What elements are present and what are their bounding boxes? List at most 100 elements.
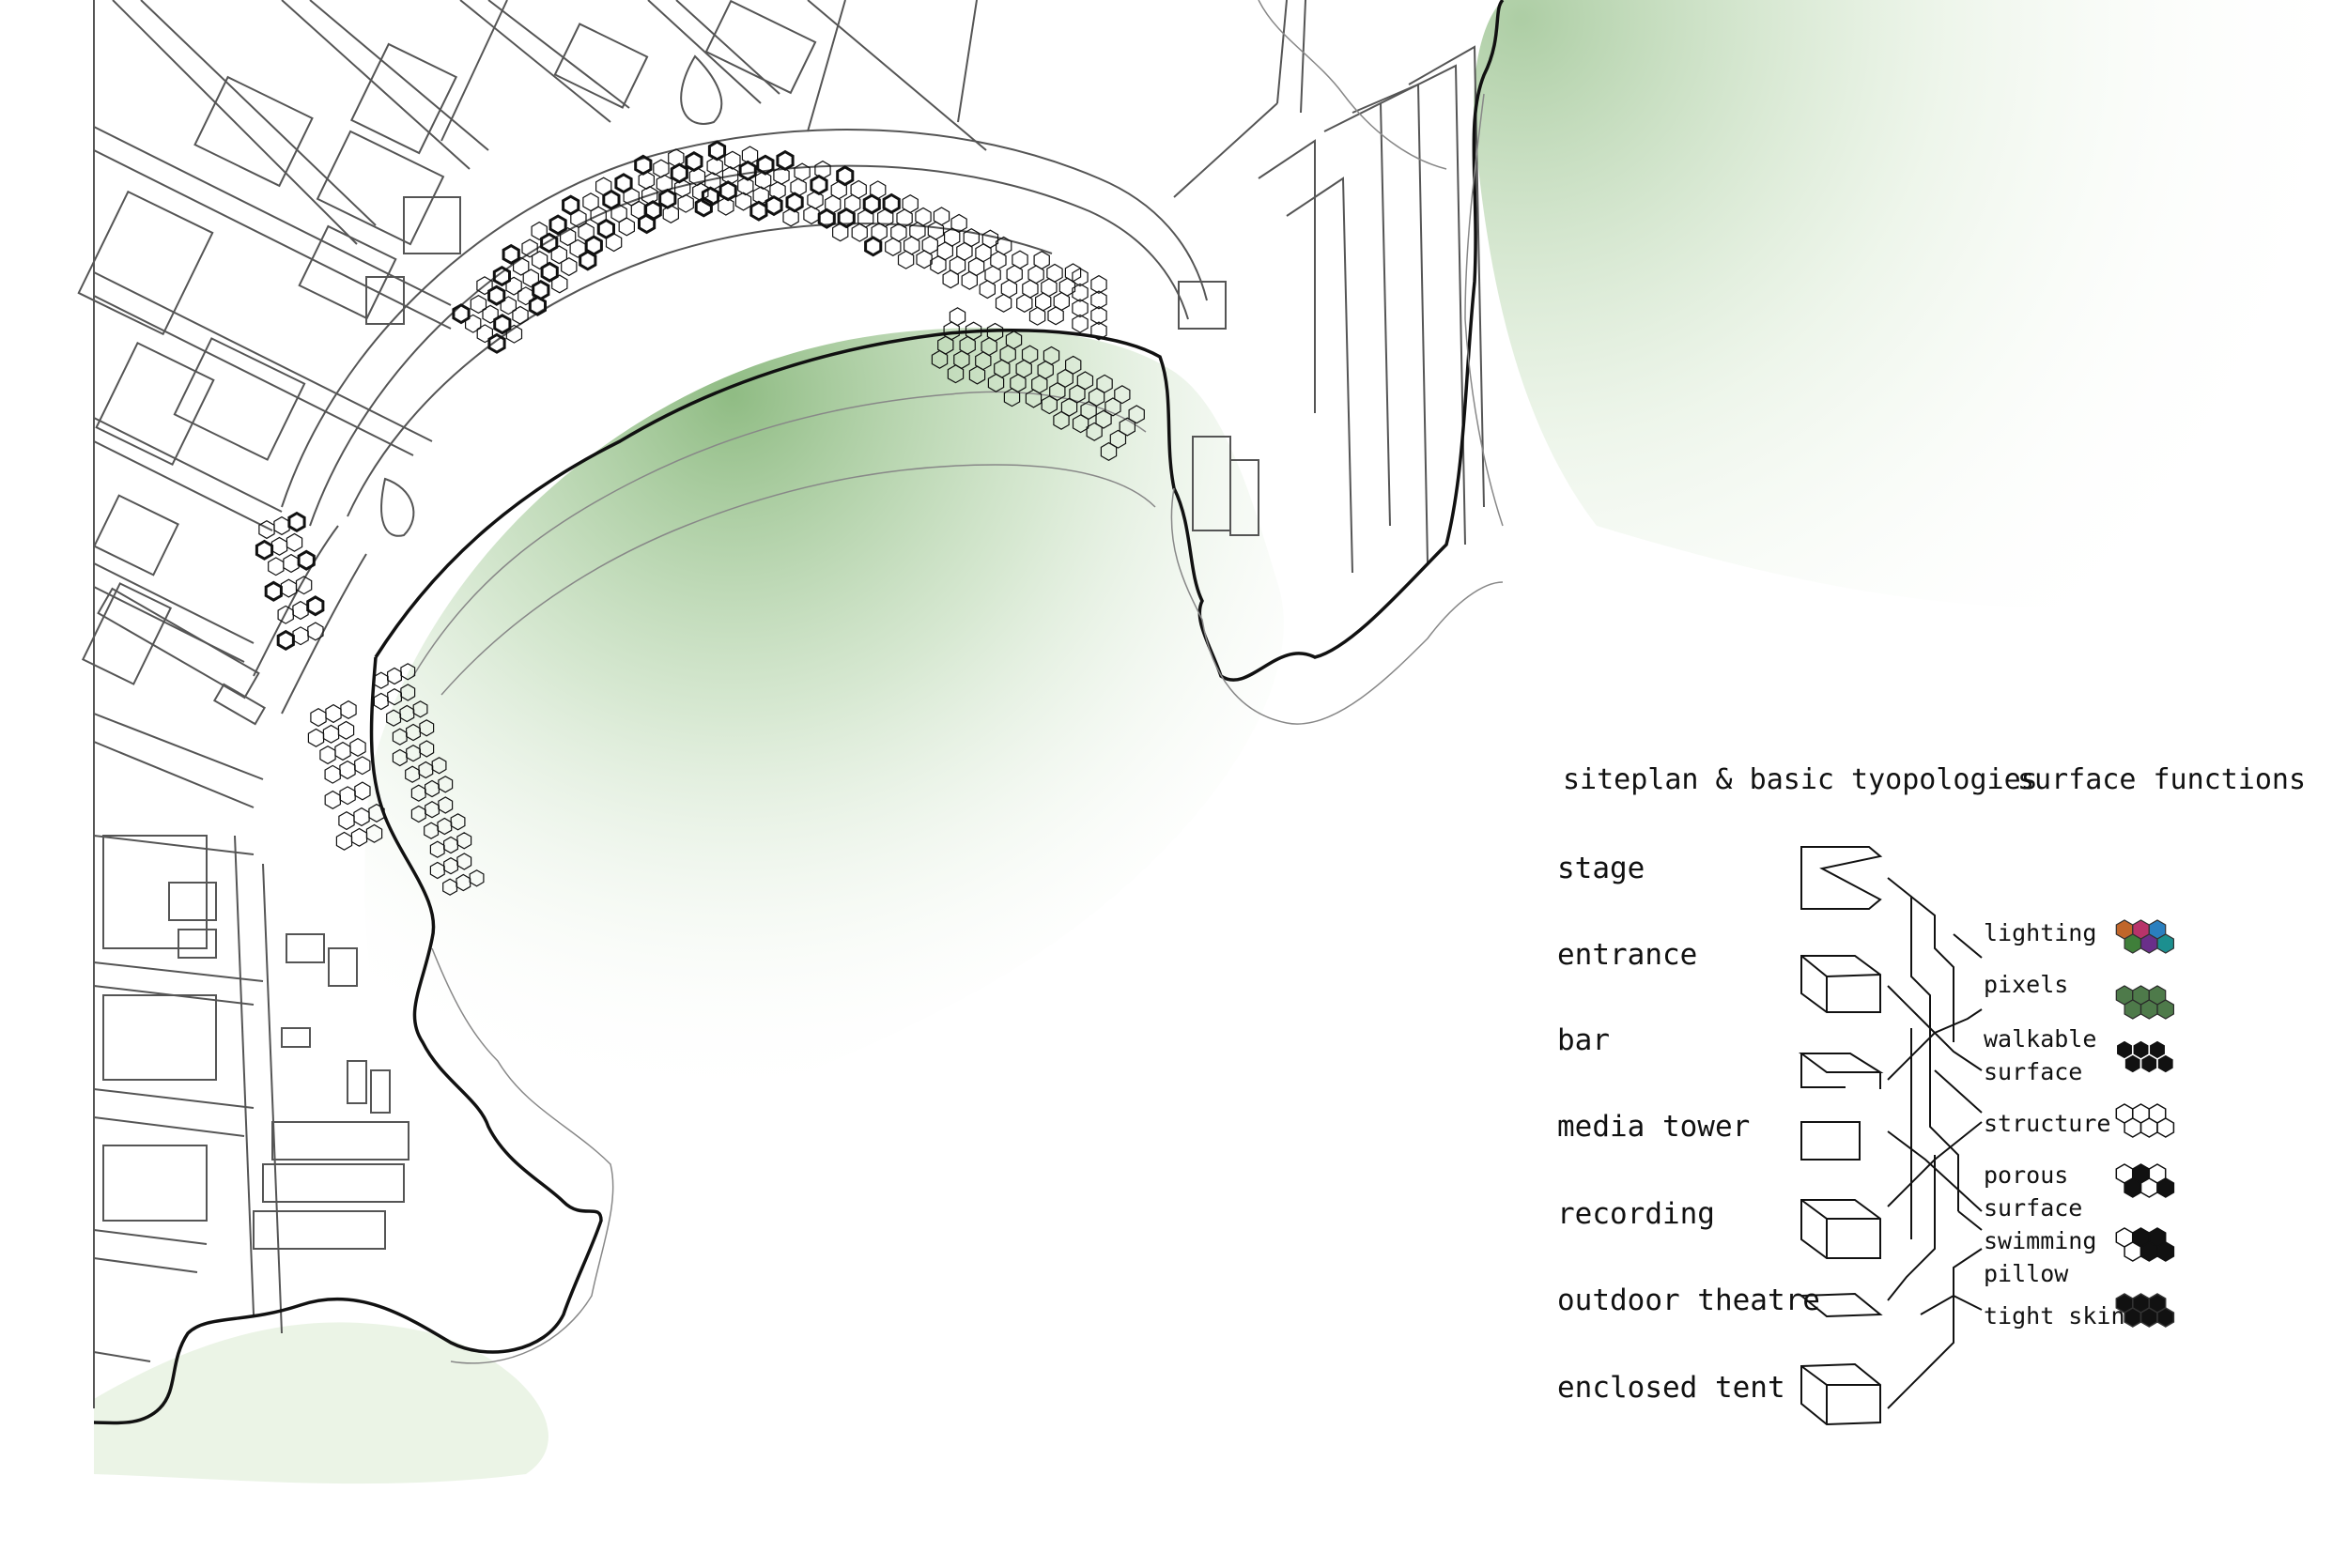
- sea-water-area: [1474, 0, 2348, 608]
- swatch-cell: [2139, 1307, 2158, 1328]
- swatch-cell: [2139, 1117, 2158, 1138]
- typology-label-outdoor-theatre: outdoor theatre: [1557, 1284, 1820, 1317]
- hex-cell: [979, 280, 996, 300]
- recording-box-icon: [1800, 1199, 1881, 1259]
- swatch-cell: [2156, 1241, 2175, 1262]
- hex-cell: [368, 803, 385, 822]
- hex-cell: [658, 188, 677, 209]
- hex-cell: [987, 373, 1005, 392]
- hex-cell: [930, 255, 947, 275]
- hex-cell: [531, 221, 548, 240]
- swatch-cell: [2140, 933, 2158, 954]
- hex-cell: [324, 790, 341, 809]
- hex-cell: [1090, 305, 1107, 325]
- hex-cell: [738, 160, 757, 181]
- hex-cell: [419, 740, 435, 758]
- hex-cell: [706, 156, 723, 176]
- hex-cell: [704, 172, 721, 192]
- hex-cell: [322, 724, 340, 744]
- hex-cell: [897, 250, 915, 269]
- hex-cell: [425, 779, 440, 798]
- hex-cell: [350, 827, 368, 847]
- hex-cell: [410, 805, 426, 823]
- hex-cell: [754, 170, 772, 190]
- swatch-cell: [2139, 1177, 2158, 1198]
- hex-cell: [287, 511, 306, 533]
- swatch-cell: [2124, 1241, 2142, 1262]
- hex-cell: [942, 269, 959, 289]
- hex-cell: [442, 878, 458, 896]
- hex-cell: [387, 667, 402, 685]
- hex-cell: [807, 191, 824, 210]
- row-housing-west: [97, 587, 267, 726]
- hex-cell: [492, 265, 511, 287]
- hex-cell: [456, 853, 472, 870]
- typology-label-bar: bar: [1557, 1023, 1610, 1057]
- hex-cell: [335, 831, 353, 851]
- swatch-cell: [2124, 1307, 2142, 1328]
- hex-cell: [392, 728, 408, 746]
- hex-cell: [551, 274, 568, 294]
- hex-cell: [670, 162, 688, 184]
- hex-cell: [803, 206, 820, 225]
- hex-cell: [406, 723, 421, 742]
- function-label-swimming: swimming: [1984, 1227, 2096, 1254]
- hex-cell: [1072, 414, 1089, 434]
- hex-cell: [794, 162, 811, 182]
- structure-hex-swatch: [2115, 1103, 2175, 1138]
- hex-cell: [465, 314, 482, 333]
- hex-cell: [1072, 268, 1089, 287]
- swatch-cell: [2156, 1117, 2175, 1138]
- hex-cell: [653, 159, 670, 178]
- hex-cell: [1086, 422, 1103, 441]
- hex-cell: [685, 150, 703, 173]
- hex-cell: [412, 700, 428, 718]
- street-network: [93, 0, 1306, 1408]
- walkable-surface-hex-swatch: [2115, 1039, 2175, 1074]
- hex-cell: [643, 200, 662, 222]
- function-label-pixels: pixels: [1984, 971, 2068, 998]
- hex-cell: [756, 154, 775, 176]
- typology-label-media-tower: media tower: [1557, 1110, 1750, 1144]
- hex-cell: [749, 200, 768, 222]
- swatch-cell: [2139, 1241, 2158, 1262]
- legend-heading-typologies: siteplan & basic tyopologies: [1563, 763, 2038, 796]
- hex-cell: [785, 192, 804, 213]
- hex-cell: [429, 861, 445, 880]
- function-label-walkable-surface: surface: [1984, 1058, 2082, 1085]
- hex-cell: [410, 784, 426, 802]
- hex-cell: [718, 180, 737, 202]
- hex-cell: [400, 663, 416, 681]
- hex-cell: [268, 557, 285, 576]
- swatch-cell: [2139, 1053, 2158, 1074]
- hex-cell: [405, 765, 421, 783]
- hex-cell: [429, 840, 445, 858]
- hex-cell: [297, 549, 316, 571]
- hex-cell: [373, 692, 389, 711]
- hex-cell: [424, 822, 440, 839]
- hex-cell: [456, 832, 472, 850]
- hex-cell: [694, 196, 713, 218]
- hex-cell: [782, 208, 799, 227]
- hex-cell: [561, 257, 578, 277]
- typology-label-stage: stage: [1557, 852, 1645, 885]
- hex-cell: [392, 748, 408, 767]
- hex-cell: [638, 170, 656, 190]
- hex-cell: [280, 578, 298, 598]
- bay-water-area: [364, 328, 1284, 1136]
- hex-cell: [961, 270, 979, 290]
- entrance-box-icon: [1800, 955, 1881, 1013]
- enclosed-tent-box-icon: [1800, 1362, 1881, 1426]
- hex-cell: [559, 227, 577, 247]
- hex-cell: [502, 243, 520, 266]
- hex-cell: [931, 349, 949, 369]
- hex-cell: [443, 836, 458, 854]
- hex-cell: [1090, 274, 1107, 294]
- media-tower-box-icon: [1800, 1121, 1861, 1161]
- hex-cell: [452, 303, 471, 325]
- hex-cell: [319, 746, 336, 765]
- hex-cell: [947, 364, 965, 384]
- hex-cell: [550, 245, 568, 265]
- hex-cell: [701, 186, 720, 208]
